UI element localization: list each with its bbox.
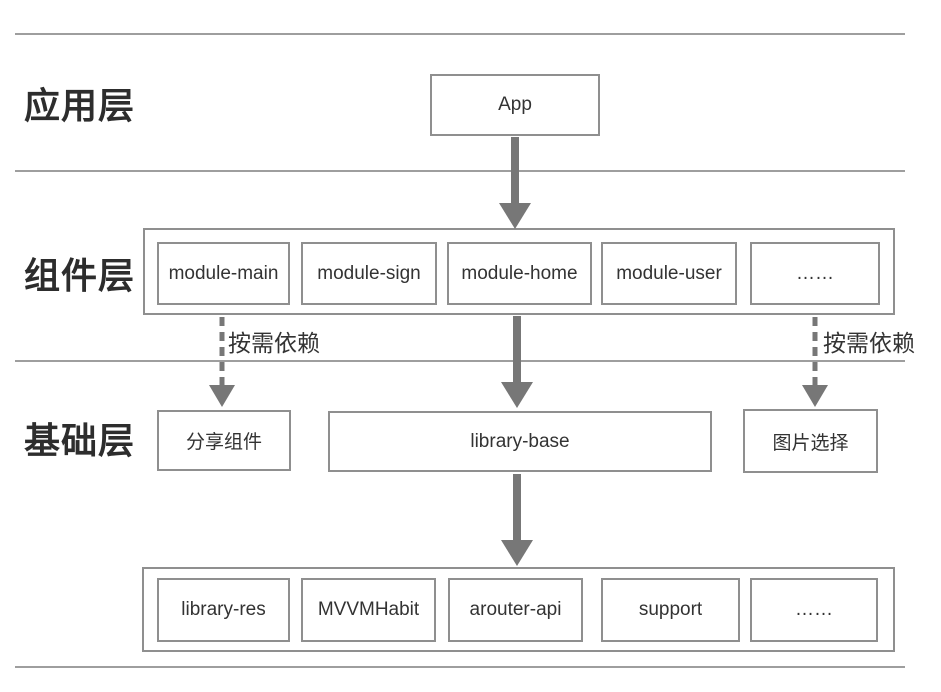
foundation-box-library-res: library-res [157,578,290,642]
share-component-box: 分享组件 [157,410,291,471]
foundation-box-support: support [601,578,740,642]
module-box-sign: module-sign [301,242,437,305]
module-box-more: …… [750,242,880,305]
module-box-main: module-main [157,242,290,305]
arrow-components-to-library-base [501,316,533,408]
library-base-box: library-base [328,411,712,472]
foundation-box-mvvmhabit: MVVMHabit [301,578,436,642]
dependency-label-right: 按需依赖 [823,330,915,356]
arrow-library-base-to-foundation [501,474,533,566]
app-box: App [430,74,600,136]
foundation-box-more: …… [750,578,878,642]
divider-app-component [15,170,905,172]
layer-label-component: 组件层 [24,255,136,296]
layer-label-base: 基础层 [24,420,136,461]
divider-bottom [15,666,905,668]
layer-label-app: 应用层 [24,85,136,126]
divider-component-base [15,360,905,362]
divider-top [15,33,905,35]
arrow-app-to-components [499,137,531,229]
module-box-home: module-home [447,242,592,305]
image-picker-box: 图片选择 [743,409,878,473]
foundation-box-arouter-api: arouter-api [448,578,583,642]
dependency-label-left: 按需依赖 [228,330,320,356]
module-box-user: module-user [601,242,737,305]
